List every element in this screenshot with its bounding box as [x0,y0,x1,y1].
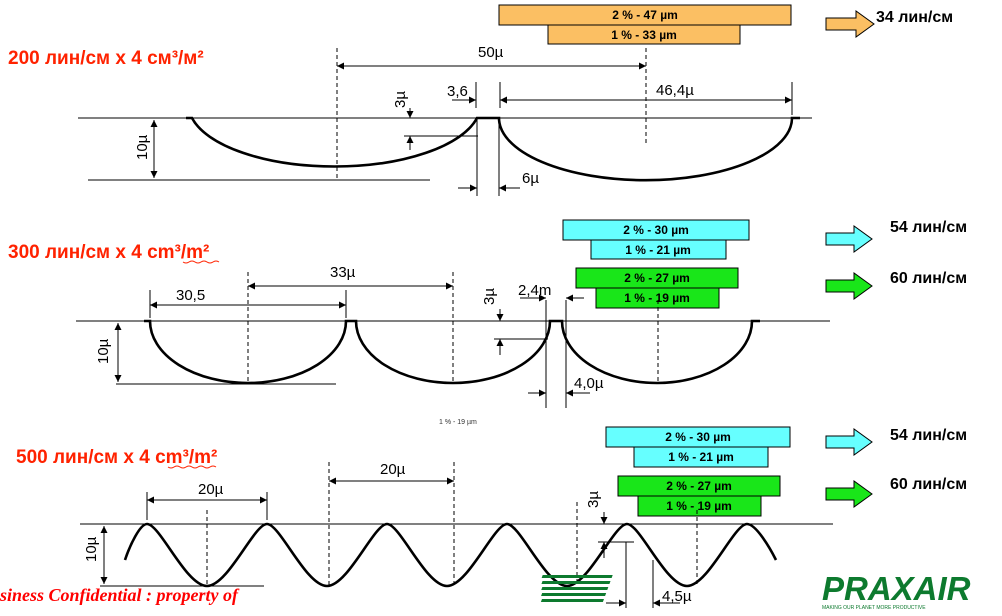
section1-depth-label: 10µ [134,134,151,160]
section3-bars: 2 % - 30 µm 1 % - 21 µm 2 % - 27 µm 1 % … [605,426,791,517]
logo-stripes-icon [540,575,613,602]
section3-arrow-cyan-icon [825,428,873,456]
section1-bar-2-label: 1 % - 33 µm [611,28,677,42]
section2-wallh-label: 3µ [481,288,498,305]
section2-depth-label: 10µ [95,338,112,364]
section1-bars: 2 % - 47 µm 1 % - 33 µm [498,4,792,45]
section1-pitch-label: 50µ [478,44,504,61]
section1-wallh-label: 3µ [392,91,409,108]
section2-bar-cyan-1-label: 2 % - 30 µm [623,223,689,237]
section2-title: 300 лин/см х 4 cm³/m² [8,242,209,263]
section3-bar-green-2 [637,495,762,517]
section3-arrow-green-icon [825,480,873,508]
section2-bar-green-2-label: 1 % - 19 µm [624,291,690,305]
section1-arrow-icon [825,10,875,38]
section1-bar-1-label: 2 % - 47 µm [612,8,678,22]
section2-wall-label: 2,4m [518,282,551,299]
confidential-notice: siness Confidential : property of [0,585,240,605]
section2-bar-cyan-2 [590,239,727,260]
section3-bar-cyan-1-label: 2 % - 30 µm [665,430,731,444]
section2-result-b: 60 лин/см [890,270,967,287]
section2-bar-cyan-2-label: 1 % - 21 µm [625,243,691,257]
section3-pitch-label: 20µ [380,461,406,478]
section3-bar-cyan-2 [633,446,769,468]
section3-depth-label: 10µ [83,536,100,562]
section2-wallbottom-label: 4,0µ [574,375,604,392]
section2-result-a: 54 лин/см [890,219,967,236]
section1-title: 200 лин/см х 4 см³/м² [8,48,204,69]
section3-bar-green-2-label: 1 % - 19 µm [666,499,732,513]
section3-title: 500 лин/см х 4 cm³/m² [16,447,217,468]
section2-profile [144,319,760,385]
section2-bars: 2 % - 30 µm 1 % - 21 µm 2 % - 27 µm 1 % … [562,219,750,309]
section3-wallh-label: 3µ [585,491,602,508]
section3-cell-label: 20µ [198,481,224,498]
section3-bar-cyan-2-label: 1 % - 21 µm [668,450,734,464]
section1-cell-label: 46,4µ [656,82,694,99]
logo-tagline: MAKING OUR PLANET MORE PRODUCTIVE [822,605,926,611]
section3-result-b: 60 лин/см [890,476,967,493]
section2-bar-green-1-label: 2 % - 27 µm [624,271,690,285]
section1-bar-2 [547,24,741,45]
section2-arrow-cyan-icon [825,225,873,253]
section-300-lines: 300 лин/см х 4 cm³/m² 2 % - 30 µm 1 % - … [8,219,967,426]
section2-tiny-note: 1 % - 19 µm [439,419,477,426]
section2-cell-label: 30,5 [176,287,205,304]
section1-profile [186,116,800,182]
section2-arrow-green-icon [825,272,873,300]
section-500-lines: 500 лин/см х 4 cm³/m² 2 % - 30 µm 1 % - … [16,426,967,608]
section1-wall-label: 3,6 [447,83,468,100]
praxair-logo: PRAXAIR MAKING OUR PLANET MORE PRODUCTIV… [540,570,971,611]
section3-bar-green-1-label: 2 % - 27 µm [666,479,732,493]
section1-wallbottom-label: 6µ [522,170,539,187]
section2-pitch-label: 33µ [330,264,356,281]
section1-result: 34 лин/см [876,9,953,26]
section-200-lines: 200 лин/см х 4 см³/м² 2 % - 47 µm 1 % - … [8,4,953,196]
logo-text: PRAXAIR [822,570,971,607]
section3-result-a: 54 лин/см [890,427,967,444]
section3-profile [123,522,778,588]
section3-wallbottom-label: 4,5µ [662,588,692,605]
